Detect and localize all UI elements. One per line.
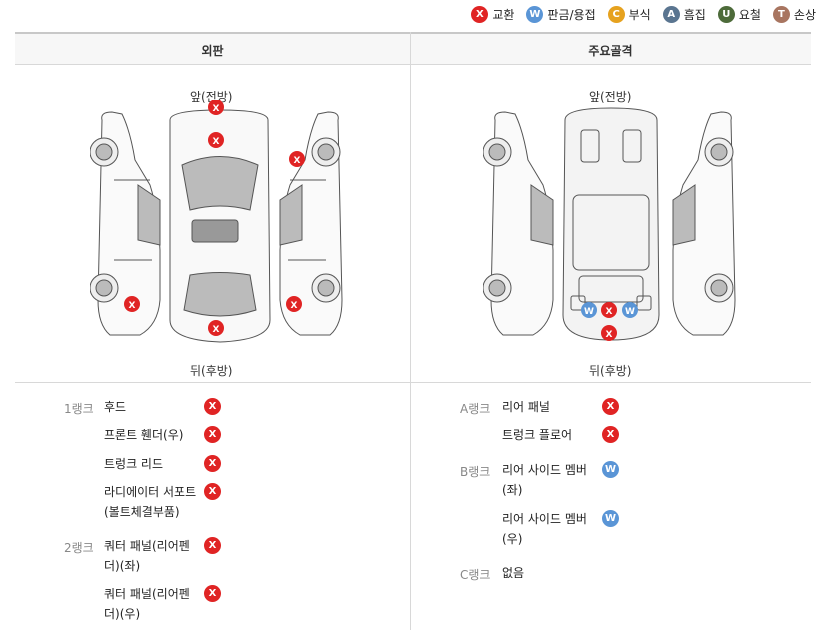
exchange-badge-icon: X <box>204 483 221 500</box>
exterior-rear-label: 뒤(후방) <box>190 364 233 378</box>
rank-1-label: 1랭크 <box>64 402 94 416</box>
hood-exchange-mark: X <box>208 100 224 115</box>
exchange-badge-icon: X <box>602 398 619 415</box>
list-item-rear-side-member-left: 리어 사이드 멤버 (좌) <box>502 463 587 497</box>
svg-text:X: X <box>294 156 301 166</box>
rank-2-label: 2랭크 <box>64 541 94 555</box>
svg-text:W: W <box>625 307 635 317</box>
exterior-section-title: 외판 <box>201 44 224 58</box>
exterior-car-diagram: X X X X X X <box>90 100 343 343</box>
rank-c-label: C랭크 <box>460 568 491 582</box>
list-item-hood: 후드 <box>104 400 127 414</box>
list-item-radiator-support: 라디에이터 서포트 (볼트체결부품) <box>104 485 197 519</box>
legend-damage: T 손상 <box>772 6 816 23</box>
trunk-lid-exchange-mark: X <box>208 320 224 336</box>
list-item-none: 없음 <box>502 566 525 580</box>
trunk-floor-exchange-mark: X <box>601 302 617 318</box>
exchange-badge-icon: X <box>471 6 489 23</box>
exchange-badge-icon: X <box>204 585 221 602</box>
frame-section-title: 주요골격 <box>588 44 633 58</box>
exchange-badge-icon: X <box>602 426 619 443</box>
svg-text:X: X <box>213 137 220 147</box>
legend-label: 교환 <box>492 8 515 22</box>
rear-side-member-right-weld-mark: W <box>622 302 638 318</box>
damage-badge-icon: T <box>772 6 790 23</box>
rank-b-label: B랭크 <box>460 465 491 479</box>
corrosion-badge-icon: C <box>607 6 625 23</box>
frame-rear-label: 뒤(후방) <box>589 364 632 378</box>
frame-damage-marks: W X W X <box>581 302 638 341</box>
svg-text:X: X <box>129 301 136 311</box>
rear-side-member-left-weld-mark: W <box>581 302 597 318</box>
list-item-trunk-lid: 트렁크 리드 <box>104 457 164 471</box>
exchange-badge-icon: X <box>204 455 221 472</box>
legend-weld: W 판금/용접 <box>526 6 596 23</box>
legend-label: 요철 <box>738 8 761 22</box>
legend-exchange: X 교환 <box>471 6 514 23</box>
svg-text:W: W <box>584 307 594 317</box>
exchange-badge-icon: X <box>204 426 221 443</box>
svg-text:X: X <box>606 307 613 317</box>
row-divider <box>15 382 811 383</box>
exchange-badge-icon: X <box>204 537 221 554</box>
front-fender-right-exchange-mark: X <box>289 151 305 167</box>
exterior-front-label: 앞(전방) <box>190 90 233 104</box>
list-item-front-fender-right: 프론트 휀더(우) <box>104 428 184 442</box>
legend-label: 손상 <box>793 8 816 22</box>
legend-label: 부식 <box>628 8 651 22</box>
legend-label: 판금/용접 <box>547 8 596 22</box>
scratch-badge-icon: A <box>662 6 680 23</box>
exchange-badge-icon: X <box>204 398 221 415</box>
list-item-quarter-panel-left: 쿼터 패널(리어펜 더)(좌) <box>104 539 190 573</box>
list-item-rear-panel: 리어 패널 <box>502 400 550 414</box>
quarter-panel-left-exchange-mark: X <box>124 296 140 312</box>
list-item-quarter-panel-right: 쿼터 패널(리어펜 더)(우) <box>104 587 190 621</box>
weld-badge-icon: W <box>602 461 619 478</box>
legend-corrosion: C 부식 <box>607 6 651 23</box>
rank-a-label: A랭크 <box>460 402 491 416</box>
frame-car-diagram: W X W X <box>483 107 736 341</box>
legend-dent: U 요철 <box>717 6 761 23</box>
svg-text:X: X <box>213 104 220 114</box>
svg-text:X: X <box>213 325 220 335</box>
legend-scratch: A 흠집 <box>662 6 706 23</box>
quarter-panel-right-exchange-mark: X <box>286 296 302 312</box>
radiator-exchange-mark: X <box>208 132 224 148</box>
section-header-row: 외판 주요골격 <box>15 32 811 65</box>
list-item-rear-side-member-right: 리어 사이드 멤버 (우) <box>502 512 587 546</box>
exterior-damage-marks: X X X X X X <box>124 100 305 336</box>
column-divider <box>410 32 411 630</box>
list-item-trunk-floor: 트렁크 플로어 <box>502 428 573 442</box>
dent-badge-icon: U <box>717 6 735 23</box>
rear-panel-exchange-mark: X <box>601 325 617 341</box>
frame-front-label: 앞(전방) <box>589 90 632 104</box>
legend-label: 흠집 <box>683 8 706 22</box>
weld-badge-icon: W <box>526 6 544 23</box>
svg-text:X: X <box>291 301 298 311</box>
damage-legend: X 교환 W 판금/용접 C 부식 A 흠집 U 요철 T 손상 <box>471 6 816 23</box>
svg-text:X: X <box>606 330 613 340</box>
weld-badge-icon: W <box>602 510 619 527</box>
